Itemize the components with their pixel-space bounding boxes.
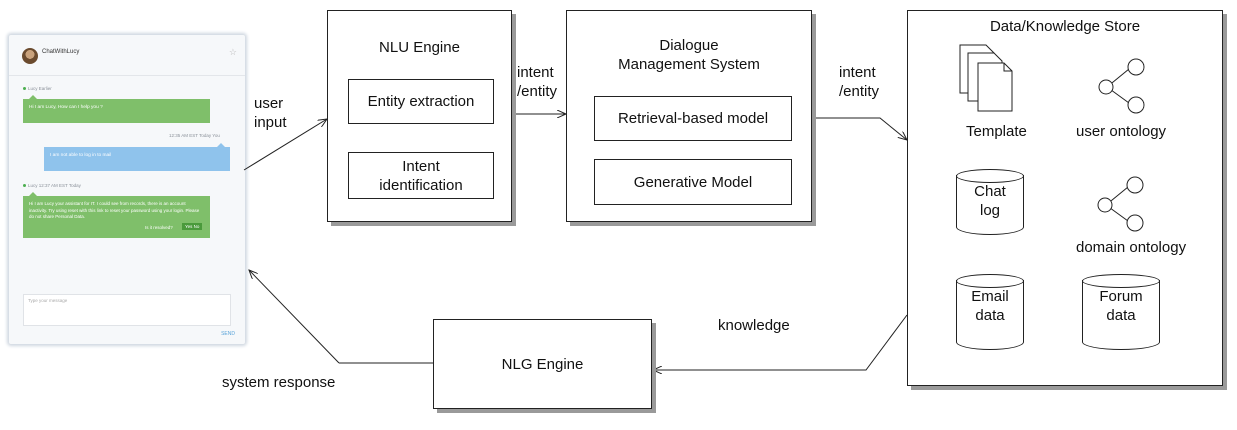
nlg-title: NLG Engine: [501, 355, 584, 373]
system-response-label: system response: [222, 374, 336, 391]
generative-model-box: Generative Model: [594, 159, 792, 205]
message-meta: 12:35 AM EST Today You: [169, 133, 220, 138]
nlu-engine: NLU Engine Entity extraction Intent iden…: [327, 10, 512, 222]
message-meta: Lucy Earlier: [23, 86, 52, 91]
chat-window: ChatWithLucy ☆ Lucy Earlier Hi I am Lucy…: [9, 35, 245, 344]
forum-data-cylinder: Forum data: [1082, 274, 1160, 350]
chat-header: ChatWithLucy ☆: [9, 35, 245, 76]
star-icon[interactable]: ☆: [228, 47, 237, 57]
data-knowledge-store: Data/Knowledge Store Template user ontol…: [907, 10, 1223, 386]
send-button[interactable]: SEND: [221, 331, 235, 337]
user-ontology-label: user ontology: [1076, 123, 1167, 140]
yes-no-buttons[interactable]: Yes No: [182, 223, 203, 230]
user-message: I am not able to log in to mail: [44, 147, 230, 171]
arrow-user-input: [243, 119, 327, 171]
dms-title: Dialogue Management System: [618, 37, 760, 73]
email-data-label: Email data: [971, 288, 1009, 324]
store-title: Data/Knowledge Store: [989, 18, 1141, 35]
intent-identification-box: Intent identification: [348, 152, 494, 199]
bot-message: Hi I am Lucy, How can I help you ?: [23, 99, 210, 123]
template-label: Template: [966, 123, 1027, 140]
avatar: [22, 48, 38, 64]
message-input[interactable]: Type your message: [23, 294, 231, 326]
chat-log-cylinder: Chat log: [956, 169, 1024, 235]
user-input-label: user input: [254, 95, 287, 131]
knowledge-label: knowledge: [718, 317, 790, 334]
bot-message: Hi I am Lucy your assistant for IT. I co…: [23, 196, 210, 238]
arrow-knowledge: [653, 314, 908, 370]
chat-contact-name: ChatWithLucy: [42, 49, 80, 55]
nlg-engine: NLG Engine: [433, 319, 652, 409]
message-meta: Lucy 12:37 AM EST Today: [23, 183, 81, 188]
nlu-title: NLU Engine: [379, 39, 460, 56]
arrow-system-response-head: [249, 270, 340, 364]
forum-data-label: Forum data: [1099, 288, 1143, 324]
dialogue-management-system: Dialogue Management System Retrieval-bas…: [566, 10, 812, 222]
user-ontology-icon: [1098, 58, 1145, 114]
chat-log-label: Chat log: [974, 183, 1006, 219]
intent-entity-label: intent /entity: [839, 64, 880, 100]
domain-ontology-label: domain ontology: [1076, 239, 1187, 256]
arrow-dms-to-store: [793, 117, 907, 140]
email-data-cylinder: Email data: [956, 274, 1024, 350]
entity-extraction-box: Entity extraction: [348, 79, 494, 124]
retrieval-model-box: Retrieval-based model: [594, 96, 792, 141]
template-icon: [959, 44, 1013, 112]
domain-ontology-icon: [1097, 176, 1144, 232]
intent-entity-label: intent /entity: [517, 64, 558, 100]
message-question: Is it resolved?: [145, 225, 173, 230]
